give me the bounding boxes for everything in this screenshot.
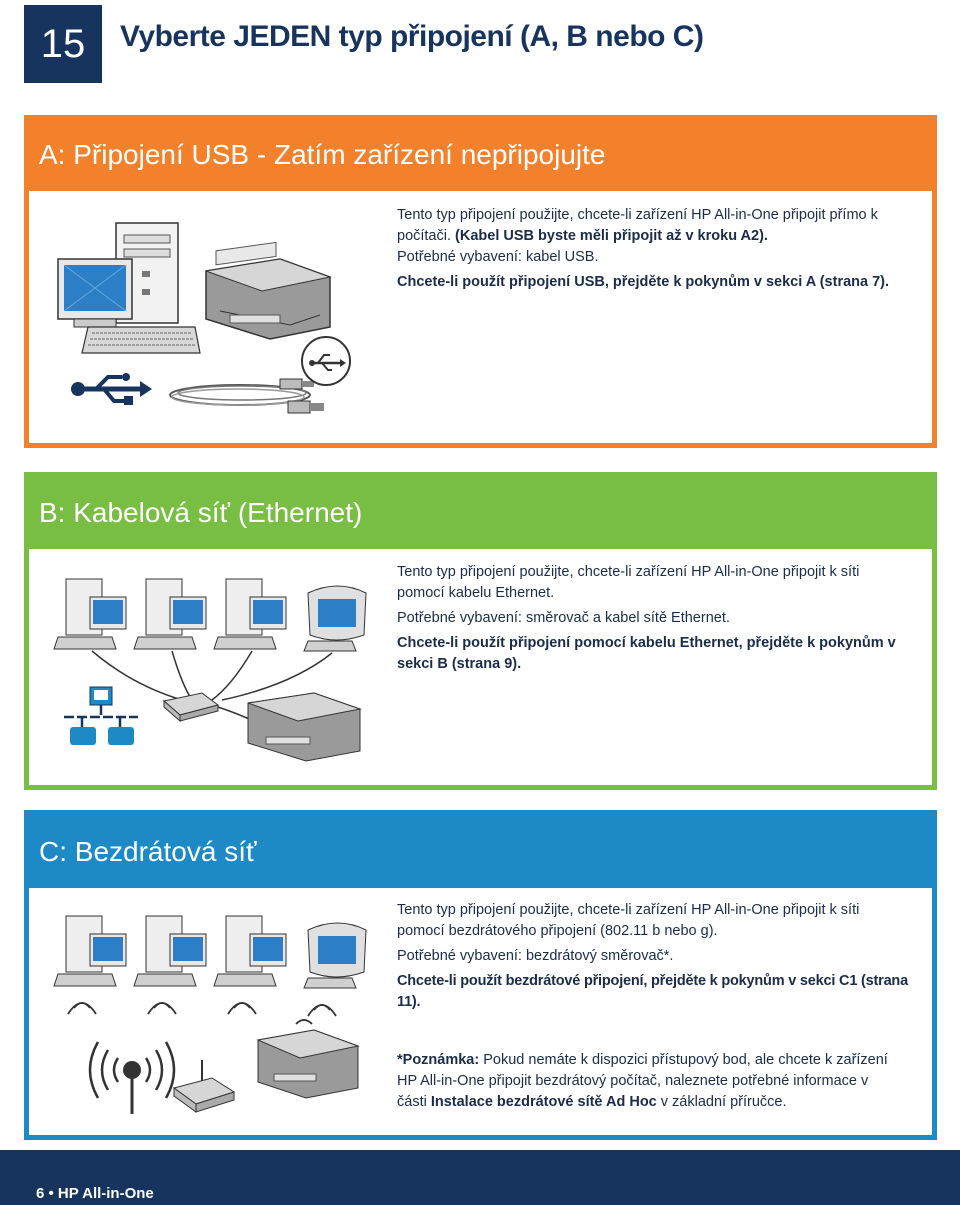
usb-cable-icon [169,378,324,414]
usb-symbol-icon [71,373,152,405]
wireless-line-3: Potřebné vybavení: bezdrátový směrovač*. [397,948,674,964]
usb-line-4: Chcete-li použít připojení USB, přejděte… [397,274,890,290]
section-usb-text: Tento typ připojení použijte, chcete-li … [397,205,889,293]
monitor-icon [57,258,133,328]
section-wireless-text: Tento typ připojení použijte, chcete-li … [397,900,932,1013]
section-wireless: C: Bezdrátová síť Tento typ připojení po… [24,810,937,1140]
wifi-waves-icon [67,1002,337,1017]
section-usb-header: A: Připojení USB - Zatím zařízení nepřip… [29,115,932,191]
ethernet-line-1: Tento typ připojení použijte, chcete-li … [397,564,860,580]
network-symbol-icon [64,686,138,745]
wireless-router-icon [172,1060,236,1113]
section-wireless-header: C: Bezdrátová síť [29,810,932,888]
section-wireless-title: C: Bezdrátová síť [39,836,257,867]
ethernet-line-4: Chcete-li použít připojení pomocí kabelu… [397,635,896,651]
wireless-antenna-icon [88,1041,176,1114]
step-number-badge: 15 [24,5,102,83]
printer-icon [205,241,332,340]
wireless-illustration [53,915,367,1114]
footer-bar [0,1150,960,1205]
usb-line-2: počítači. (Kabel USB byste měli připojit… [397,226,889,247]
note-label: *Poznámka: [397,1052,480,1068]
note-line-3: části Instalace bezdrátové sítě Ad Hoc v… [397,1092,888,1113]
router-icon [162,692,263,726]
note-line-2: HP All-in-One připojit bezdrátový počíta… [397,1073,869,1089]
ethernet-line-2: pomocí kabelu Ethernet. [397,585,555,601]
keyboard-icon [81,326,201,354]
wireless-note: *Poznámka: Pokud nemáte k dispozici přís… [397,1050,888,1113]
note-line-1-text: Pokud nemáte k dispozici přístupový bod,… [479,1052,888,1068]
section-ethernet-title: B: Kabelová síť (Ethernet) [39,497,363,528]
section-usb: A: Připojení USB - Zatím zařízení nepřip… [24,115,937,448]
usb-line-1: Tento typ připojení použijte, chcete-li … [397,207,878,223]
section-ethernet: B: Kabelová síť (Ethernet) Tento typ při… [24,472,937,790]
footer-page-label: 6 • HP All-in-One [36,1185,154,1202]
section-ethernet-text: Tento typ připojení použijte, chcete-li … [397,562,896,675]
wireless-line-1: Tento typ připojení použijte, chcete-li … [397,902,860,918]
printer-icon [247,692,362,762]
page-title: Vyberte JEDEN typ připojení (A, B nebo C… [120,20,704,53]
usb-circle-icon [301,336,351,386]
wireless-line-2: pomocí bezdrátového připojení (802.11 b … [397,923,718,939]
ethernet-line-3: Potřebné vybavení: směrovač a kabel sítě… [397,610,730,626]
usb-line-3: Potřebné vybavení: kabel USB. [397,249,599,265]
computer-group-icon [53,915,367,989]
wireless-line-4: Chcete-li použít bezdrátové připojení, p… [397,973,908,1010]
note-line-3-c: v základní příručce. [656,1094,787,1110]
printer-icon [256,1019,360,1099]
section-usb-title: A: Připojení USB - Zatím zařízení nepřip… [39,139,606,170]
usb-line-2-bold: (Kabel USB byste měli připojit až v krok… [455,228,768,244]
usb-line-2-plain: počítači. [397,228,456,244]
ethernet-line-5: sekci B (strana 9). [397,656,522,672]
usb-illustration [57,222,351,414]
section-ethernet-header: B: Kabelová síť (Ethernet) [29,472,932,549]
note-line-3-a: části [397,1094,431,1110]
note-line-1: *Poznámka: Pokud nemáte k dispozici přís… [397,1050,888,1071]
note-line-3-link: Instalace bezdrátové sítě Ad Hoc [430,1094,657,1110]
ethernet-illustration [53,578,367,762]
computer-group-icon [53,578,367,652]
